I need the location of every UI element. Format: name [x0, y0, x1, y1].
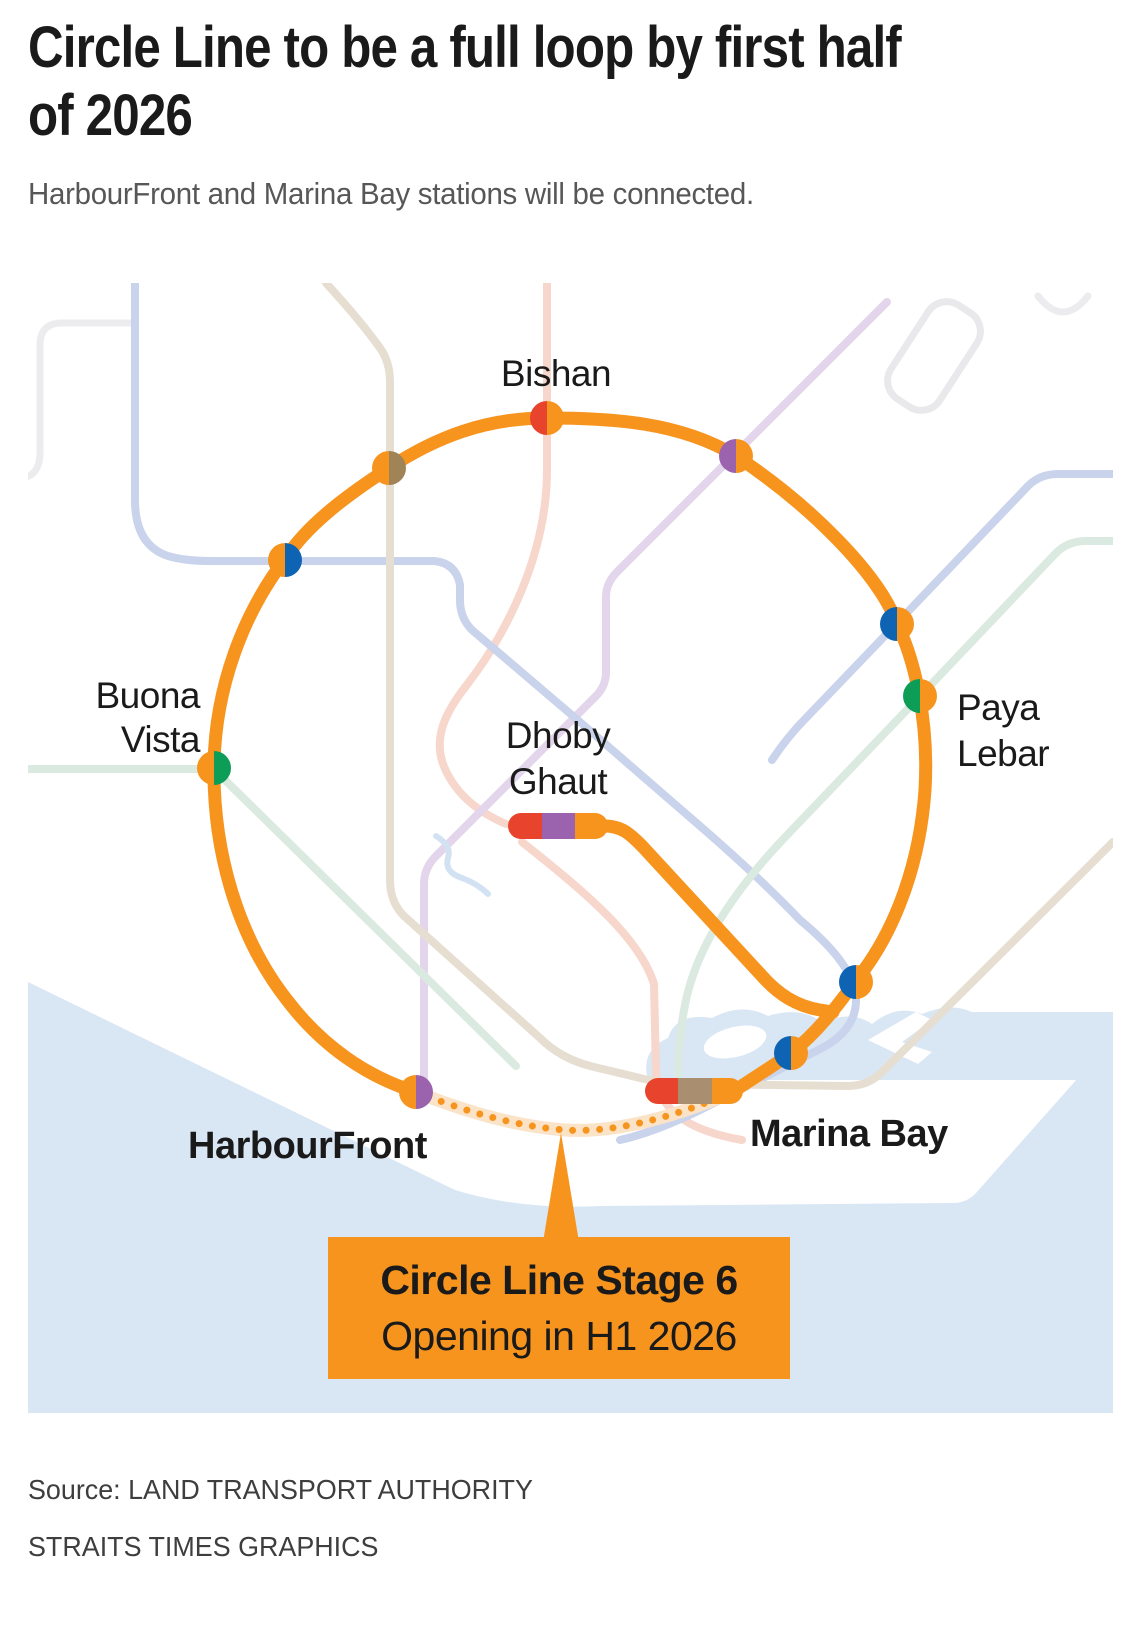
- dhoby-ghaut-interchange-capsule: [508, 813, 608, 839]
- station-caldecott-marker: [372, 451, 406, 485]
- label-harbourfront: HarbourFront: [188, 1125, 428, 1167]
- station-bayfront-marker: [774, 1036, 808, 1070]
- promenade-ccl-half: [856, 965, 873, 999]
- bayfront-dt-half: [774, 1036, 791, 1070]
- macpherson-dt-half: [880, 607, 897, 641]
- station-buona-vista-marker: [197, 751, 231, 785]
- botanic-ccl-half: [268, 543, 285, 577]
- stage6-callout: Circle Line Stage 6 Opening in H1 2026: [328, 1133, 790, 1379]
- source-block: Source: LAND TRANSPORT AUTHORITY STRAITS…: [28, 1474, 533, 1588]
- bishan-ns-half: [530, 401, 547, 435]
- faint-gray-outline-shape: [884, 298, 984, 414]
- callout-title: Circle Line Stage 6: [380, 1257, 737, 1303]
- page-title: Circle Line to be a full loop by first h…: [28, 14, 963, 150]
- harbourfront-ccl-half: [399, 1075, 416, 1109]
- callout-pointer: [543, 1133, 579, 1242]
- station-macpherson-marker: [880, 607, 914, 641]
- sea-water: [28, 982, 1113, 1413]
- dhoby-ghaut-connector: [597, 819, 840, 1019]
- downtown-line-branch-faint: [768, 470, 1113, 764]
- station-harbourfront-marker: [399, 1075, 433, 1109]
- buona-vista-ccl-half: [197, 751, 214, 785]
- macpherson-ccl-half: [897, 607, 914, 641]
- river-squiggle: [433, 833, 491, 897]
- faint-gray-curve: [1034, 292, 1092, 316]
- label-buona-vista-2: Vista: [121, 719, 201, 760]
- marina-ccl-segment: [712, 1078, 743, 1104]
- harbourfront-ne-half: [416, 1075, 433, 1109]
- header: Circle Line to be a full loop by first h…: [28, 14, 1128, 212]
- stage6-dotted-arc: [409, 1085, 725, 1137]
- label-bishan: Bishan: [501, 353, 611, 394]
- label-dhoby-ghaut-2: Ghaut: [509, 761, 609, 802]
- callout-subtitle: Opening in H1 2026: [381, 1313, 737, 1359]
- station-serangoon-marker: [719, 439, 753, 473]
- label-dhoby-ghaut-1: Dhoby: [506, 715, 611, 756]
- title-line2: of 2026: [28, 83, 193, 148]
- transit-map-svg: Bishan Buona Vista Paya Lebar Dhoby Ghau…: [28, 283, 1113, 1413]
- botanic-dt-half: [285, 543, 302, 577]
- caldecott-ccl-half: [372, 451, 389, 485]
- downtown-line-faint: [131, 283, 860, 1144]
- north-east-line-faint: [420, 298, 891, 1094]
- title-line1: Circle Line to be a full loop by first h…: [28, 15, 902, 80]
- faint-gray-line: [28, 319, 137, 480]
- north-south-line-faint: [435, 283, 746, 1144]
- marina-peninsula: [868, 1012, 932, 1064]
- circle-line-path: [207, 411, 933, 1099]
- dhoby-ns-segment: [508, 813, 542, 839]
- east-west-line-east-faint: [674, 537, 1113, 1082]
- marina-bay-interchange-capsule: [645, 1078, 743, 1104]
- label-marina-bay: Marina Bay: [750, 1113, 948, 1155]
- paya-lebar-ew-half: [903, 679, 920, 713]
- label-paya-lebar-1: Paya: [957, 687, 1040, 728]
- buona-vista-ew-half: [214, 751, 231, 785]
- bishan-ccl-half: [547, 401, 564, 435]
- dhoby-ne-segment: [542, 813, 575, 839]
- station-promenade-marker: [839, 965, 873, 999]
- station-bishan-marker: [530, 401, 564, 435]
- marina-ns-segment: [645, 1078, 678, 1104]
- label-buona-vista-1: Buona: [96, 675, 201, 716]
- station-paya-lebar-marker: [903, 679, 937, 713]
- transit-map: Bishan Buona Vista Paya Lebar Dhoby Ghau…: [0, 270, 1140, 1413]
- caldecott-te-half: [389, 451, 406, 485]
- label-paya-lebar-2: Lebar: [957, 733, 1049, 774]
- serangoon-ccl-half: [736, 439, 753, 473]
- callout-box: [328, 1237, 790, 1379]
- source-line: Source: LAND TRANSPORT AUTHORITY: [28, 1474, 533, 1505]
- credit-line: STRAITS TIMES GRAPHICS: [28, 1531, 379, 1562]
- water-shapes: [28, 982, 1113, 1413]
- marina-te-segment: [678, 1078, 712, 1104]
- thomson-line-faint: [322, 283, 1113, 1090]
- serangoon-ne-half: [719, 439, 736, 473]
- subtitle: HarbourFront and Marina Bay stations wil…: [28, 176, 754, 211]
- dhoby-ccl-segment: [575, 813, 608, 839]
- marina-east-island: [703, 1025, 767, 1059]
- station-botanic-gardens-marker: [268, 543, 302, 577]
- paya-lebar-ccl-half: [920, 679, 937, 713]
- promenade-dt-half: [839, 965, 856, 999]
- bayfront-ccl-half: [791, 1036, 808, 1070]
- stage6-dots: [412, 1088, 722, 1134]
